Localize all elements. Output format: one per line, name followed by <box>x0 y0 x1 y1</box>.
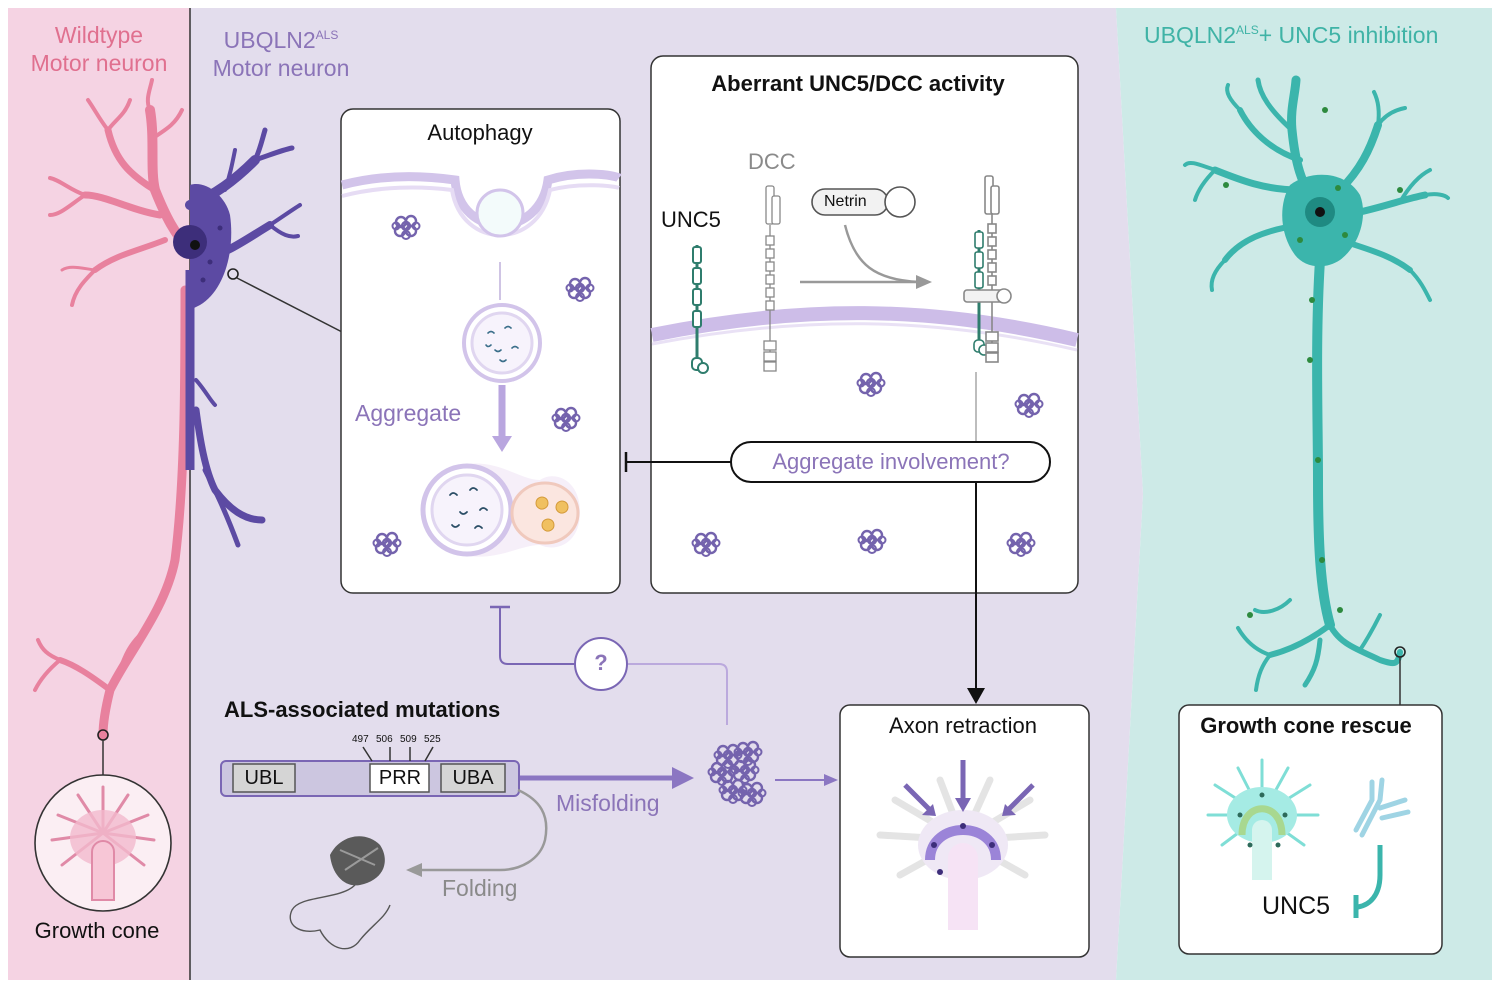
question-mark: ? <box>594 650 608 675</box>
misfolding-label: Misfolding <box>556 790 660 816</box>
aggregate-label: Aggregate <box>355 400 462 426</box>
unc5-inhibition-label: UNC5 <box>1262 892 1331 920</box>
folding-label: Folding <box>442 875 518 901</box>
rescue-title: UBQLN2ALS+ UNC5 inhibition <box>1144 22 1439 48</box>
wildtype-neuron <box>33 78 195 740</box>
growth-cone-label: Growth cone <box>34 918 160 943</box>
growth-cone-icon <box>34 774 172 912</box>
aberrant-title: Aberrant UNC5/DCC activity <box>711 71 1005 96</box>
aggregate-involvement-label: Aggregate involvement? <box>772 449 1010 474</box>
growth-cone-rescue-title: Growth cone rescue <box>1200 713 1412 738</box>
ubqln2-domain-bar <box>220 746 520 797</box>
dcc-label: DCC <box>748 149 796 174</box>
als-title: UBQLN2ALS Motor neuron <box>212 27 350 81</box>
rescued-growth-cone-icon <box>1206 758 1320 880</box>
aggregate-involvement-pill <box>730 441 1051 483</box>
unc5-receptor-icon <box>691 245 709 374</box>
unc5-label: UNC5 <box>661 207 721 232</box>
antibody-icon <box>1353 777 1411 838</box>
uba-domain: UBA <box>452 767 494 789</box>
axon-retraction-title: Axon retraction <box>889 713 1037 738</box>
autophagy-title: Autophagy <box>427 120 533 145</box>
folded-protein-icon <box>289 836 391 950</box>
netrin-label: Netrin <box>824 193 867 210</box>
mutation-525: 525 <box>424 734 441 745</box>
retracting-growth-cone-icon <box>876 776 1049 930</box>
prr-domain: PRR <box>378 767 422 789</box>
dcc-receptor-icon <box>763 185 781 372</box>
mutation-506: 506 <box>376 734 393 745</box>
als-mutations-title: ALS-associated mutations <box>224 697 501 722</box>
wildtype-title: Wildtype Motor neuron <box>30 22 168 76</box>
mutation-497: 497 <box>352 734 369 745</box>
mutation-509: 509 <box>400 734 417 745</box>
ubl-domain: UBL <box>244 767 284 789</box>
question-badge <box>574 637 628 691</box>
unc5-dcc-complex-icon <box>963 175 1012 363</box>
